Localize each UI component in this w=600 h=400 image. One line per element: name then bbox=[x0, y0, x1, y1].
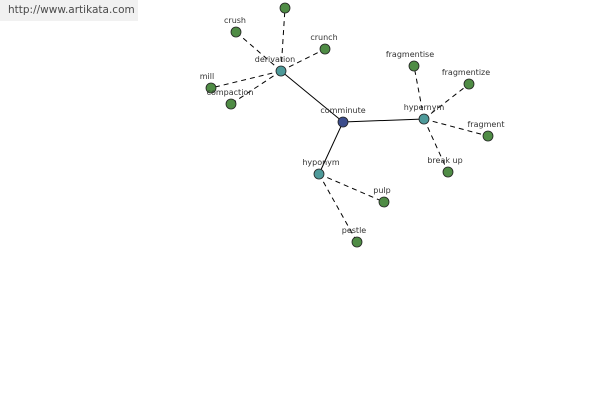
label-derivation: derivation bbox=[255, 55, 295, 64]
label-fragmentize: fragmentize bbox=[442, 68, 490, 77]
node-fragmentize[interactable] bbox=[463, 78, 475, 90]
label-comminute: comminute bbox=[320, 106, 365, 115]
label-fragmentise: fragmentise bbox=[386, 50, 434, 59]
graph-nodes bbox=[205, 2, 494, 248]
label-pulp: pulp bbox=[373, 186, 390, 195]
node-compaction[interactable] bbox=[225, 98, 237, 110]
edge-hyponym-pulp bbox=[318, 173, 385, 203]
label-hypernym: hypernym bbox=[404, 103, 445, 112]
node-fragmentise[interactable] bbox=[408, 60, 420, 72]
edge-derivation-crunch bbox=[280, 48, 326, 72]
edge-comminute-hyponym bbox=[318, 121, 344, 175]
edge-comminute-hypernym bbox=[342, 118, 425, 123]
node-pulp[interactable] bbox=[378, 196, 390, 208]
edge-comminute-derivation bbox=[280, 70, 344, 123]
edge-hypernym-fragmentize bbox=[423, 83, 470, 120]
node-break-up[interactable] bbox=[442, 166, 454, 178]
edge-hypernym-break-up bbox=[423, 118, 449, 173]
edge-derivation-top-cut bbox=[280, 7, 286, 72]
label-break-up: break up bbox=[427, 156, 462, 165]
node-hyponym[interactable] bbox=[313, 168, 325, 180]
node-fragment[interactable] bbox=[482, 130, 494, 142]
label-fragment: fragment bbox=[467, 120, 504, 129]
node-crush[interactable] bbox=[230, 26, 242, 38]
graph-edges bbox=[210, 7, 489, 243]
label-crush: crush bbox=[224, 16, 246, 25]
label-mill: mill bbox=[200, 72, 214, 81]
label-crunch: crunch bbox=[310, 33, 337, 42]
edge-derivation-mill bbox=[210, 70, 282, 89]
site-url-link[interactable]: http://www.artikata.com bbox=[0, 0, 138, 21]
label-hyponym: hyponym bbox=[302, 158, 340, 167]
node-derivation[interactable] bbox=[275, 65, 287, 77]
node-mill[interactable] bbox=[205, 82, 217, 94]
label-pestle: pestle bbox=[342, 226, 367, 235]
node-top-cut[interactable] bbox=[279, 2, 291, 14]
edge-derivation-compaction bbox=[230, 70, 282, 105]
edge-derivation-crush bbox=[235, 31, 282, 72]
node-comminute[interactable] bbox=[337, 116, 349, 128]
node-hypernym[interactable] bbox=[418, 113, 430, 125]
graph-labels: comminute derivation hypernym hyponym crush c… bbox=[200, 16, 505, 235]
edge-hyponym-pestle bbox=[318, 173, 358, 243]
node-crunch[interactable] bbox=[319, 43, 331, 55]
label-compaction: compaction bbox=[207, 88, 254, 97]
node-pestle[interactable] bbox=[351, 236, 363, 248]
edge-hypernym-fragment bbox=[423, 118, 489, 137]
